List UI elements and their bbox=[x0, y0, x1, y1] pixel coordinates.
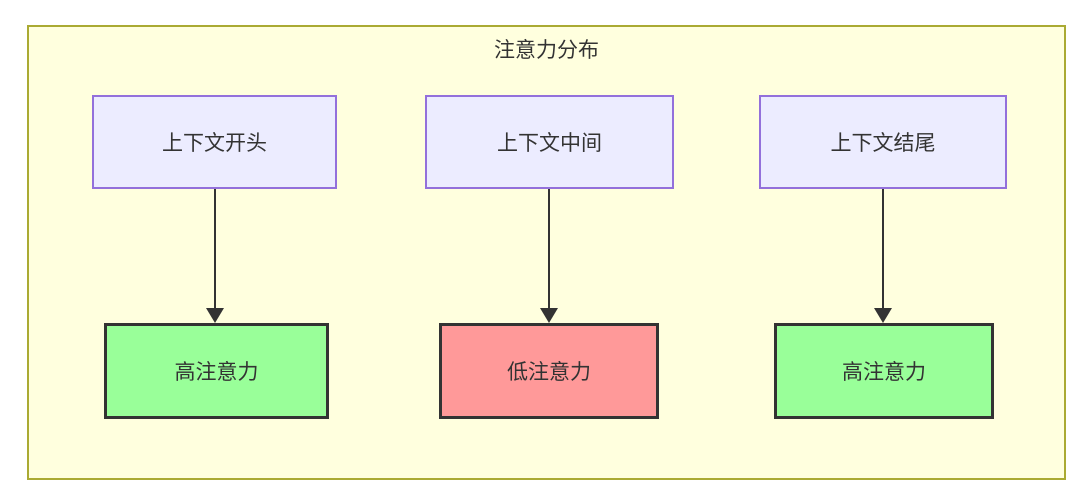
diagram-container: 注意力分布 上下文开头 上下文中间 上下文结尾 高注意力 低注意力 高注意力 bbox=[27, 25, 1066, 480]
node-attention-low-middle-label: 低注意力 bbox=[507, 361, 591, 384]
node-context-start: 上下文开头 bbox=[92, 95, 337, 189]
node-context-middle: 上下文中间 bbox=[425, 95, 674, 189]
node-context-end-label: 上下文结尾 bbox=[830, 132, 936, 155]
arrow-end-to-high bbox=[874, 189, 892, 323]
node-attention-high-right: 高注意力 bbox=[774, 323, 994, 419]
arrow-start-to-high bbox=[206, 189, 224, 323]
node-attention-high-right-label: 高注意力 bbox=[842, 361, 926, 384]
node-attention-low-middle: 低注意力 bbox=[439, 323, 659, 419]
node-attention-high-left: 高注意力 bbox=[104, 323, 329, 419]
node-context-start-label: 上下文开头 bbox=[162, 132, 267, 155]
node-context-end: 上下文结尾 bbox=[759, 95, 1007, 189]
node-attention-high-left-label: 高注意力 bbox=[174, 361, 259, 384]
arrow-middle-to-low bbox=[540, 189, 558, 323]
diagram-title: 注意力分布 bbox=[494, 39, 599, 62]
node-context-middle-label: 上下文中间 bbox=[497, 132, 602, 155]
